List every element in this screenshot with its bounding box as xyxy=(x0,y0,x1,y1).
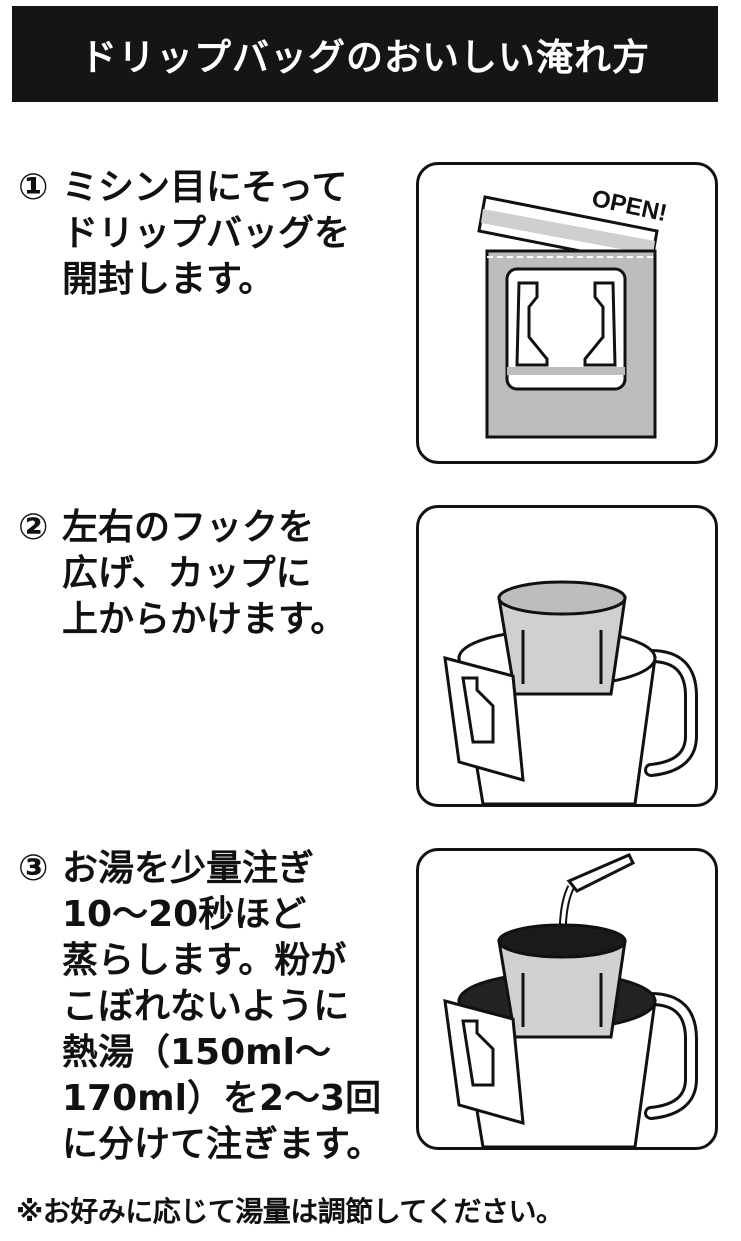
step-2-number: ② xyxy=(18,507,49,548)
title-banner: ドリップバッグのおいしい淹れ方 xyxy=(12,6,718,102)
kettle-pour-icon xyxy=(443,853,698,1147)
pour-water-illustration xyxy=(416,848,718,1150)
step-1-line-3: 開封します。 xyxy=(62,259,275,300)
step-2-line-3: 上からかけます。 xyxy=(62,599,347,640)
step-3-line-4: こぼれないように xyxy=(62,986,350,1027)
drip-bag-on-cup-icon xyxy=(443,580,698,804)
cup-hang-illustration xyxy=(416,505,718,807)
footnote: ※お好みに応じて湯量は調節してください。 xyxy=(16,1195,564,1228)
step-3-line-2: 10〜20秒ほど xyxy=(62,894,307,935)
step-2-text: ② 左右のフックを 広げ、カップに 上からかけます。 xyxy=(18,505,393,643)
page-title: ドリップバッグのおいしい淹れ方 xyxy=(80,36,650,79)
step-3-text: ③ お湯を少量注ぎ 10〜20秒ほど 蒸らします。粉が こぼれないように 熱湯（1… xyxy=(18,846,393,1168)
step-1-text: ① ミシン目にそって ドリップバッグを 開封します。 xyxy=(18,165,393,303)
drip-bag-open-icon xyxy=(477,195,659,439)
open-bag-illustration: OPEN! xyxy=(416,162,718,464)
step-3-line-7: に分けて注ぎます。 xyxy=(62,1124,383,1165)
step-3-line-3: 蒸らします。粉が xyxy=(62,940,347,981)
step-3-number: ③ xyxy=(18,848,49,889)
step-2-line-2: 広げ、カップに xyxy=(62,553,312,594)
step-1-number: ① xyxy=(18,167,49,208)
step-1-line-1: ミシン目にそって xyxy=(62,167,348,208)
step-3-line-6: 170ml）を2〜3回 xyxy=(62,1078,382,1119)
step-3-line-1: お湯を少量注ぎ xyxy=(62,848,315,889)
step-3-line-5: 熱湯（150ml〜 xyxy=(62,1032,331,1073)
step-1-line-2: ドリップバッグを xyxy=(62,213,351,254)
step-2-line-1: 左右のフックを xyxy=(62,507,315,548)
